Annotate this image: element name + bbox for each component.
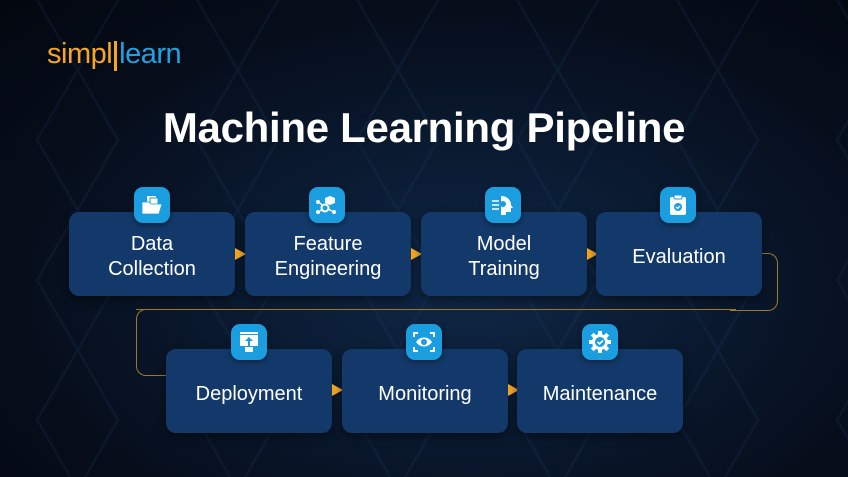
step-maintenance: Maintenance bbox=[517, 349, 683, 433]
gear-check-icon bbox=[582, 324, 618, 360]
ai-head-gear-icon bbox=[485, 187, 521, 223]
step-monitoring: Monitoring bbox=[342, 349, 508, 433]
logo-text-2: learn bbox=[119, 38, 182, 70]
step-label: Training bbox=[468, 258, 540, 280]
arrow-right-icon bbox=[332, 384, 343, 396]
arrow-right-icon bbox=[508, 384, 519, 396]
arrow-right-icon bbox=[587, 248, 598, 260]
step-label: Feature bbox=[293, 233, 363, 255]
flow-connector-bottom bbox=[136, 309, 736, 310]
step-label: Deployment bbox=[195, 382, 303, 405]
flow-connector-left bbox=[136, 309, 177, 376]
step-label: Maintenance bbox=[542, 382, 658, 405]
arrow-right-icon bbox=[235, 248, 246, 260]
upload-screen-icon bbox=[231, 324, 267, 360]
step-label: Engineering bbox=[274, 258, 382, 280]
clipboard-check-icon bbox=[660, 187, 696, 223]
arrow-right-icon bbox=[411, 248, 422, 260]
network-cube-icon bbox=[309, 187, 345, 223]
page-title: Machine Learning Pipeline bbox=[162, 104, 686, 151]
logo-divider bbox=[114, 41, 118, 71]
step-label: Model bbox=[476, 233, 532, 255]
eye-scan-icon bbox=[406, 324, 442, 360]
step-label: Collection bbox=[108, 258, 196, 280]
step-deployment: Deployment bbox=[166, 349, 332, 433]
folder-icon bbox=[134, 187, 170, 223]
logo-text-1: simpl bbox=[47, 38, 113, 70]
step-evaluation: Evaluation bbox=[596, 212, 762, 296]
step-label: Monitoring bbox=[378, 382, 472, 405]
step-label: Evaluation bbox=[632, 245, 726, 268]
step-label: Data bbox=[130, 233, 174, 255]
